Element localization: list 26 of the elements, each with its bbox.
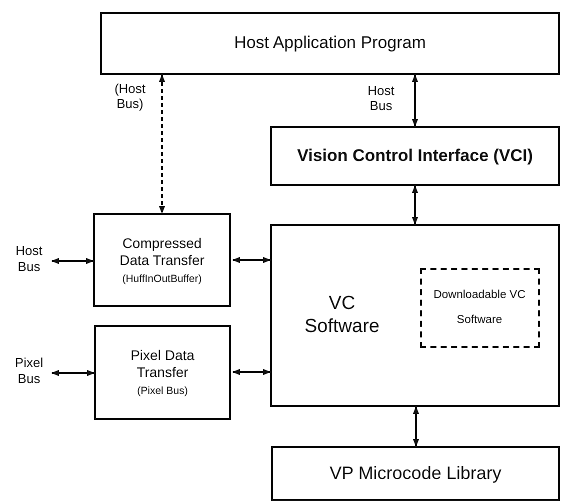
- double-arrow: [51, 258, 94, 264]
- box-label: Compressed Data Transfer: [118, 234, 206, 268]
- double-arrow: [412, 74, 418, 127]
- process-box: [271, 446, 560, 501]
- double-arrow: [232, 256, 271, 264]
- box-sublabel: (Pixel Bus): [137, 385, 188, 398]
- box-label: Host Application Program: [234, 33, 426, 54]
- double-arrow: [51, 370, 95, 376]
- box-label: Vision Control Interface (VCI): [297, 146, 533, 166]
- bus-label-text: Pixel Bus: [14, 355, 44, 387]
- double-arrow: [412, 185, 418, 225]
- process-box: [270, 224, 560, 407]
- process-box: [270, 126, 560, 186]
- double-arrow: [232, 368, 271, 376]
- process-box: [94, 325, 231, 420]
- process-box: [93, 213, 231, 307]
- double-arrow: [158, 74, 166, 214]
- dashed-box: [420, 268, 540, 348]
- bus-label-text: Host Bus: [14, 243, 44, 275]
- process-box: [100, 12, 560, 75]
- box-label: VP Microcode Library: [330, 462, 502, 484]
- double-arrow: [412, 406, 420, 447]
- box-label: Pixel Data Transfer: [130, 347, 196, 381]
- box-label: VC Software: [304, 292, 380, 338]
- box-label: Downloadable VC Software: [432, 288, 527, 328]
- box-sublabel: (HuffInOutBuffer): [122, 272, 202, 286]
